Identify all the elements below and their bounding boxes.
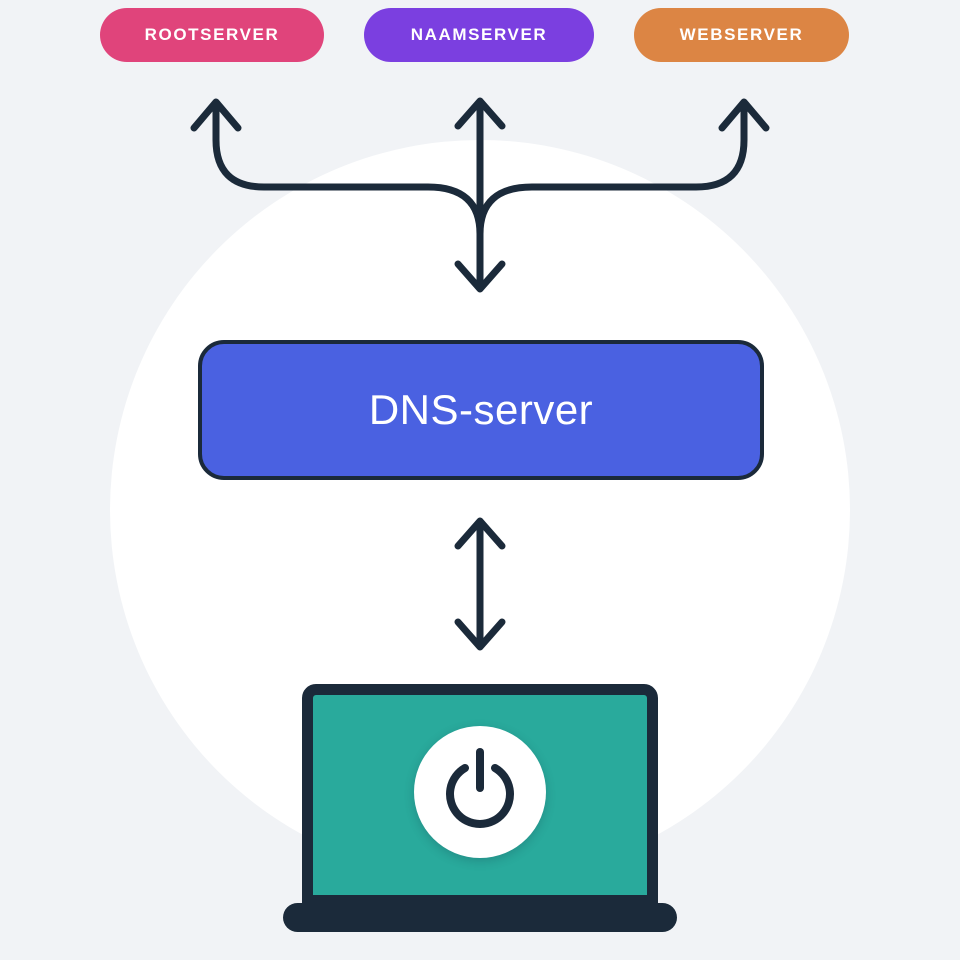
- badge-webserver: WEBSERVER: [634, 8, 849, 62]
- arrowhead-up-webserver: [718, 98, 770, 132]
- arrowhead-up-rootserver: [190, 98, 242, 132]
- badge-webserver-label: WEBSERVER: [679, 25, 804, 44]
- power-icon-arc: [446, 764, 514, 828]
- arrowhead-up-naamserver: [454, 97, 506, 130]
- dns-server-label: DNS-server: [368, 386, 594, 433]
- badge-rootserver: ROOTSERVER: [100, 8, 324, 62]
- badge-rootserver-label: ROOTSERVER: [144, 25, 280, 44]
- dns-server-box: DNS-server: [198, 340, 764, 480]
- power-button: [414, 726, 546, 858]
- power-icon: [446, 748, 514, 828]
- badge-naamserver-label: NAAMSERVER: [410, 25, 548, 44]
- badge-naamserver: NAAMSERVER: [364, 8, 594, 62]
- laptop-base: [283, 903, 677, 932]
